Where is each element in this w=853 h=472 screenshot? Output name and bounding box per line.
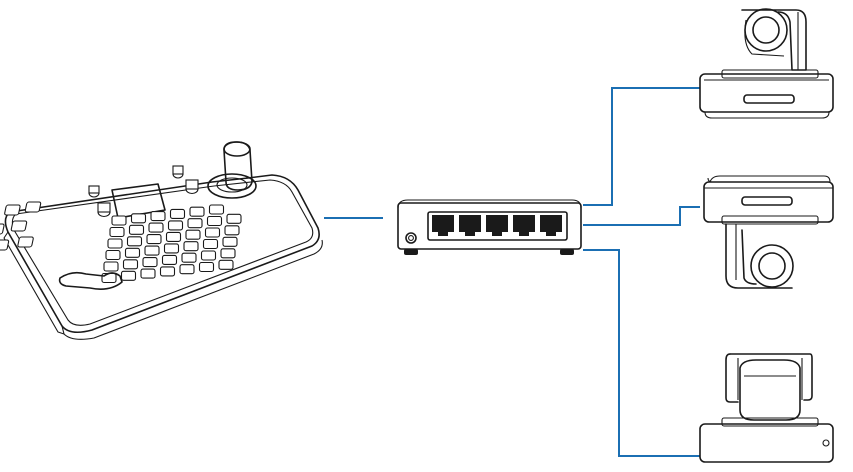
controller-key-icon — [124, 247, 141, 258]
controller-key-icon — [189, 206, 205, 217]
ethernet-port-icon — [432, 215, 454, 236]
link-switch-to-camera-2 — [583, 206, 700, 226]
controller-key-icon — [224, 225, 240, 236]
controller-key-icon — [198, 261, 215, 273]
controller-key-icon — [142, 257, 158, 268]
controller-key-icon — [181, 252, 197, 263]
controller-key-icon — [183, 241, 199, 252]
controller-key-icon — [208, 204, 225, 215]
controller-key-icon — [165, 231, 182, 242]
controller-key-icon — [126, 236, 143, 247]
ethernet-port-icon — [459, 215, 481, 236]
ethernet-port-icon — [486, 215, 508, 236]
controller-key-icon — [185, 229, 201, 240]
controller-key-icon — [161, 254, 178, 265]
controller-key-icon — [200, 250, 217, 261]
controller-key-icon — [159, 266, 176, 277]
controller-key-icon — [220, 248, 236, 259]
ptz-camera-side-icon — [699, 353, 834, 463]
controller-key-icon — [187, 218, 203, 229]
controller-key-icon — [107, 238, 123, 249]
link-switch-to-camera-1 — [583, 87, 700, 206]
ethernet-port-icon — [540, 215, 562, 236]
connection-lines — [324, 87, 700, 457]
controller-key-icon — [122, 259, 139, 270]
controller-key-icon — [111, 215, 127, 226]
ptz-camera-inverted-icon — [703, 175, 834, 289]
controller-key-icon — [130, 213, 147, 224]
controller-key-icon — [169, 208, 186, 219]
ptz-keyboard-controller-icon — [0, 141, 323, 340]
controller-key-icon — [140, 268, 156, 279]
controller-key-icon — [103, 261, 119, 272]
ptz-camera-upright-icon — [699, 8, 834, 119]
network-switch-icon — [397, 199, 582, 255]
controller-key-icon — [204, 227, 221, 238]
controller-key-icon — [150, 211, 166, 222]
controller-key-icon — [218, 259, 234, 270]
controller-key-icon — [163, 243, 180, 254]
controller-key-icon — [179, 264, 195, 275]
controller-key-icon — [146, 234, 162, 245]
controller-key-icon — [105, 249, 121, 261]
controller-key-icon — [222, 236, 238, 247]
controller-key-icon — [202, 238, 219, 250]
controller-key-icon — [128, 224, 145, 235]
controller-key-icon — [226, 213, 242, 224]
controller-key-icon — [148, 222, 164, 233]
controller-key-icon — [109, 226, 125, 238]
controller-key-icon — [144, 245, 160, 256]
link-switch-to-camera-3 — [583, 249, 700, 457]
controller-key-icon — [167, 220, 184, 231]
controller-key-icon — [206, 215, 223, 227]
controller-key-icon — [120, 270, 137, 281]
ethernet-port-icon — [513, 215, 535, 236]
controller-key-icon — [101, 272, 117, 284]
